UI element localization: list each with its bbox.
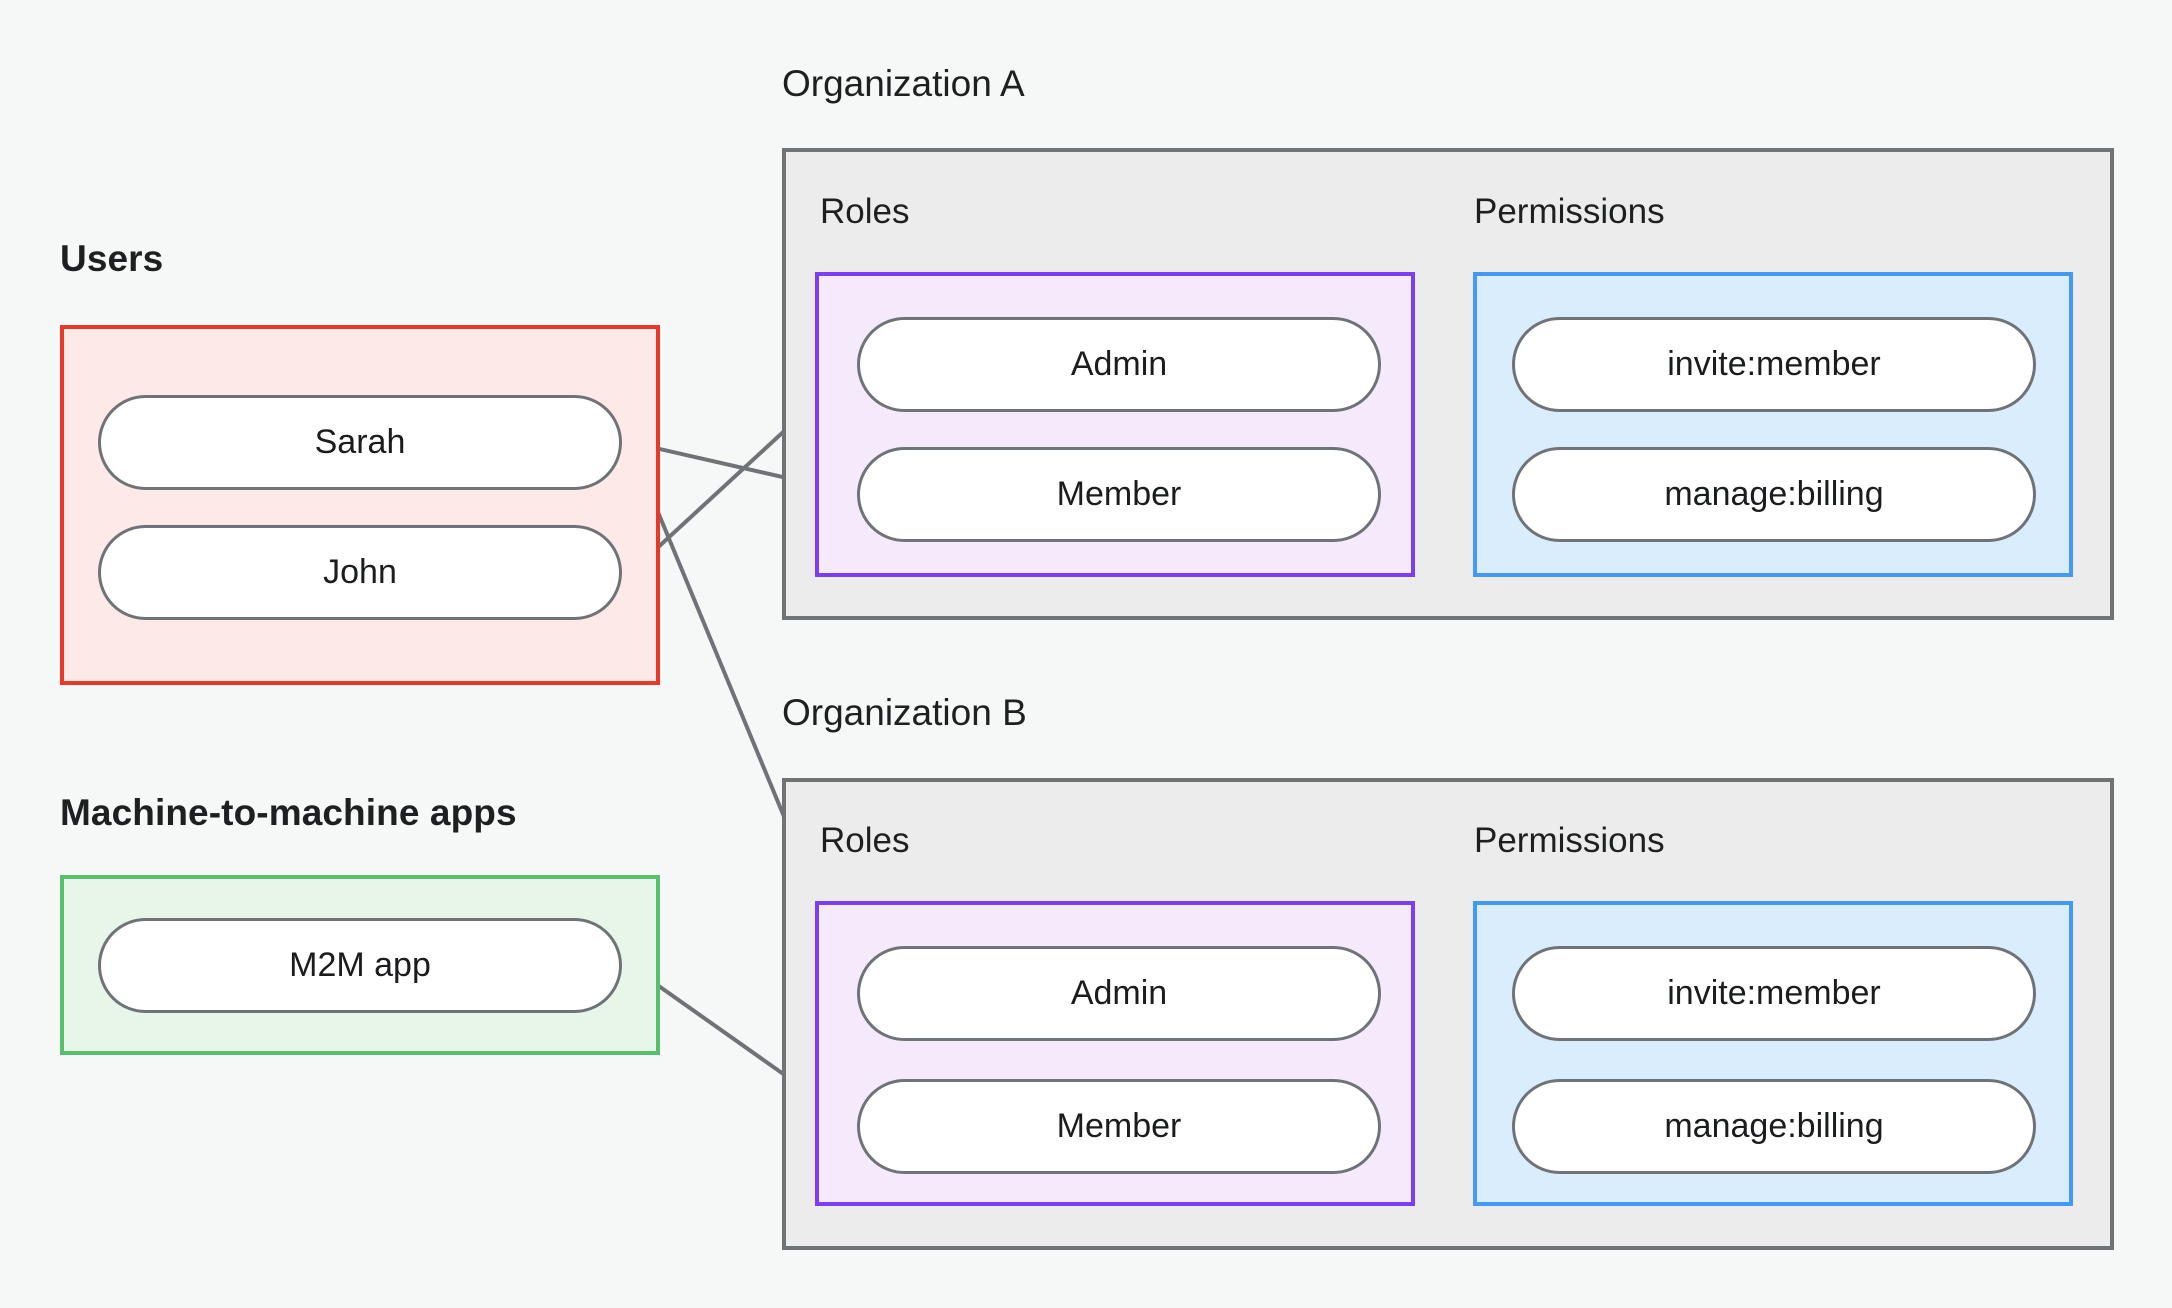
org-a-permissions-label: Permissions: [1474, 192, 1665, 231]
org-a-title: Organization A: [782, 63, 1025, 104]
users-section-title: Users: [60, 238, 164, 279]
user-node-sarah[interactable]: Sarah: [98, 395, 622, 490]
org-b-title: Organization B: [782, 692, 1027, 733]
org-b-role-member[interactable]: Member: [857, 1079, 1381, 1174]
org-a-permission-invite-member[interactable]: invite:member: [1512, 317, 2036, 412]
user-node-john[interactable]: John: [98, 525, 622, 620]
users-container: [60, 325, 660, 685]
org-b-role-admin[interactable]: Admin: [857, 946, 1381, 1041]
org-b-permission-invite-member[interactable]: invite:member: [1512, 946, 2036, 1041]
org-a-permission-manage-billing[interactable]: manage:billing: [1512, 447, 2036, 542]
m2m-node-app[interactable]: M2M app: [98, 918, 622, 1013]
org-a-role-admin[interactable]: Admin: [857, 317, 1381, 412]
org-b-permission-manage-billing[interactable]: manage:billing: [1512, 1079, 2036, 1174]
org-b-permissions-label: Permissions: [1474, 821, 1665, 860]
org-a-roles-label: Roles: [820, 192, 910, 231]
m2m-section-title: Machine-to-machine apps: [60, 792, 517, 833]
org-b-roles-label: Roles: [820, 821, 910, 860]
org-a-role-member[interactable]: Member: [857, 447, 1381, 542]
